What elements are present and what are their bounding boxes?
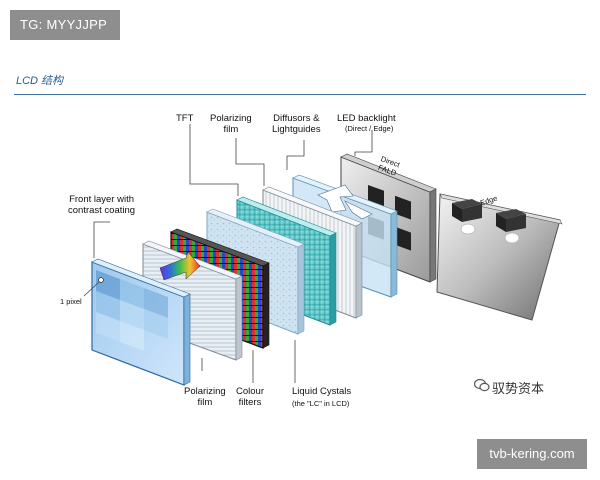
label-liquid-crystals: Liquid Cystals	[292, 386, 352, 397]
title-divider	[14, 94, 586, 95]
wechat-logo-icon	[473, 378, 490, 395]
label-polarizing-film-top: Polarizing film	[210, 113, 252, 135]
label-tft: TFT	[176, 113, 194, 124]
label-colour-filters: Colour filters	[236, 386, 264, 408]
front-layer	[91, 258, 191, 386]
watermark-top: TG: MYYJJPP	[10, 10, 120, 40]
edge-backlight-panel	[436, 193, 563, 321]
label-polarizing-film-bottom: Polarizing film	[184, 386, 226, 408]
label-led-backlight: LED backlight	[337, 113, 396, 124]
label-liquid-crystals-sub: (the "LC" in LCD)	[292, 399, 350, 408]
label-one-pixel: 1 pixel	[60, 297, 82, 306]
section-title: LCD 结构	[16, 75, 64, 87]
label-front-layer: Front layer with contrast coating	[68, 194, 136, 216]
brand-text: 驭势资本	[492, 382, 545, 397]
label-led-backlight-sub: (Direct / Edge)	[345, 124, 394, 133]
label-diffusors: Diffusors & Lightguides	[272, 113, 321, 135]
leader-lines	[83, 124, 373, 383]
watermark-bottom: tvb-kering.com	[477, 439, 587, 469]
